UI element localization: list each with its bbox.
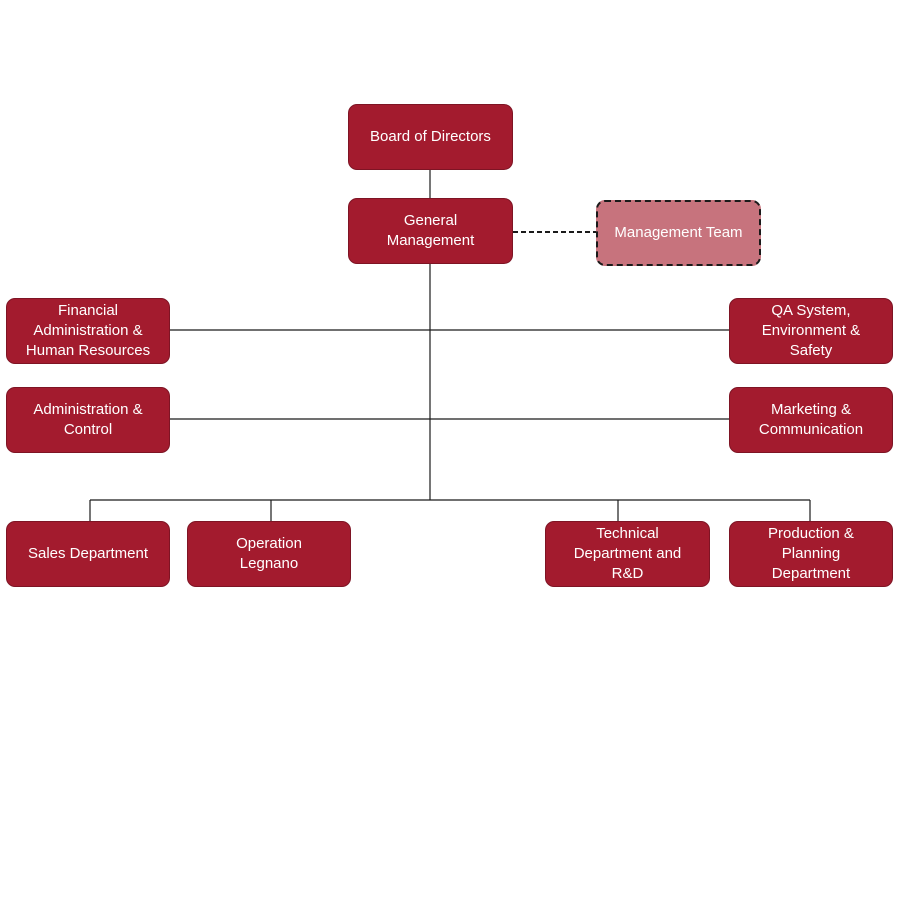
management-team-box: Management Team: [596, 200, 761, 266]
financial-admin-hr-box: Financial Administration & Human Resourc…: [6, 298, 170, 364]
technical-rd-box: Technical Department and R&D: [545, 521, 710, 587]
operation-legnano-box: Operation Legnano: [187, 521, 351, 587]
sales-department-box: Sales Department: [6, 521, 170, 587]
qa-system-box: QA System, Environment & Safety: [729, 298, 893, 364]
production-planning-box: Production & Planning Department: [729, 521, 893, 587]
board-of-directors-box: Board of Directors: [348, 104, 513, 170]
marketing-communication-box: Marketing & Communication: [729, 387, 893, 453]
administration-control-box: Administration & Control: [6, 387, 170, 453]
general-management-box: General Management: [348, 198, 513, 264]
